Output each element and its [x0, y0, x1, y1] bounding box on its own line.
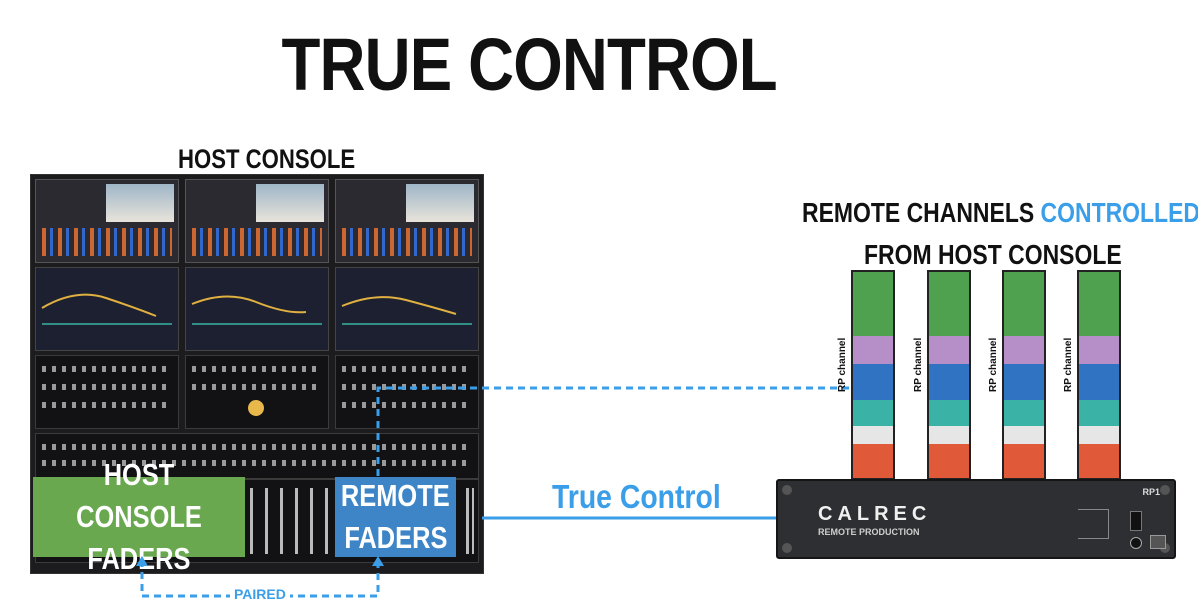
remote-faders: REMOTE FADERS — [335, 477, 456, 557]
paired-link — [140, 560, 380, 598]
channel-block — [1079, 400, 1119, 426]
channel-block — [1004, 400, 1044, 426]
remote-faders-label-line1: REMOTE — [341, 478, 450, 513]
remote-channels-heading-line2: FROM HOST CONSOLE — [864, 239, 1122, 270]
remote-channels-heading: REMOTE CHANNELS CONTROLLED — [802, 197, 1198, 229]
page-title: TRUE CONTROL — [281, 23, 778, 106]
channel-block — [853, 336, 893, 364]
channel-block — [1079, 364, 1119, 400]
rp-channel-label: RP channel — [913, 337, 924, 392]
channel-block — [1079, 426, 1119, 444]
power-button[interactable] — [1130, 537, 1142, 549]
remote-faders-label-line2: FADERS — [343, 520, 448, 555]
channel-block — [1079, 336, 1119, 364]
remote-channel-strip: RP channel — [837, 270, 895, 480]
control-section-2 — [185, 355, 329, 429]
device-model: RP1 — [1142, 487, 1160, 497]
calrec-rp1-device: CALREC REMOTE PRODUCTION RP1 — [776, 479, 1176, 559]
console-screen-2 — [185, 179, 329, 263]
true-control-label: True Control — [552, 478, 721, 515]
channel-block — [1004, 336, 1044, 364]
console-screen-1 — [35, 179, 179, 263]
usb-port — [1150, 535, 1166, 549]
console-screen-3 — [335, 179, 479, 263]
channel-block — [929, 400, 969, 426]
channel-block — [853, 364, 893, 400]
remote-channel-strip: RP channel — [1063, 270, 1121, 480]
remote-channel-strip: RP channel — [988, 270, 1046, 480]
rp-channel-label: RP channel — [1063, 337, 1074, 392]
channel-block — [1079, 272, 1119, 336]
channel-block — [1079, 444, 1119, 478]
control-section-3 — [335, 355, 479, 429]
rp-channel-label: RP channel — [837, 337, 848, 392]
dashed-control-link — [376, 386, 850, 476]
channel-block — [853, 400, 893, 426]
channel-block — [929, 426, 969, 444]
power-switch[interactable] — [1130, 511, 1142, 531]
channel-block — [853, 272, 893, 336]
paired-arrow-left — [136, 556, 148, 566]
eq-display-2 — [185, 267, 329, 351]
host-faders-label-line2: FADERS — [87, 541, 191, 576]
channel-block — [929, 364, 969, 400]
eq-display-1 — [35, 267, 179, 351]
channel-block — [853, 444, 893, 478]
control-section-1 — [35, 355, 179, 429]
remote-channel-strip: RP channel — [913, 270, 971, 480]
channel-block — [929, 336, 969, 364]
channel-block — [1004, 444, 1044, 478]
channel-block — [929, 444, 969, 478]
control-section-4 — [35, 433, 479, 479]
host-console-label: HOST CONSOLE — [178, 144, 356, 174]
host-faders-label-line1: HOST CONSOLE — [76, 457, 202, 534]
paired-arrow-right — [372, 556, 384, 566]
paired-label: PAIRED — [230, 586, 290, 602]
rp-channel-label: RP channel — [988, 337, 999, 392]
channel-block — [1004, 364, 1044, 400]
remote-heading-part1: REMOTE CHANNELS — [802, 197, 1041, 228]
channel-block — [853, 426, 893, 444]
eq-display-3 — [335, 267, 479, 351]
channel-block — [929, 272, 969, 336]
device-status-bracket — [1078, 509, 1109, 539]
channel-block — [1004, 426, 1044, 444]
host-console-faders: HOST CONSOLE FADERS — [33, 457, 245, 576]
device-subtitle: REMOTE PRODUCTION — [818, 527, 920, 537]
device-brand: CALREC — [818, 503, 932, 525]
remote-heading-part2: CONTROLLED — [1040, 197, 1198, 228]
channel-block — [1004, 272, 1044, 336]
